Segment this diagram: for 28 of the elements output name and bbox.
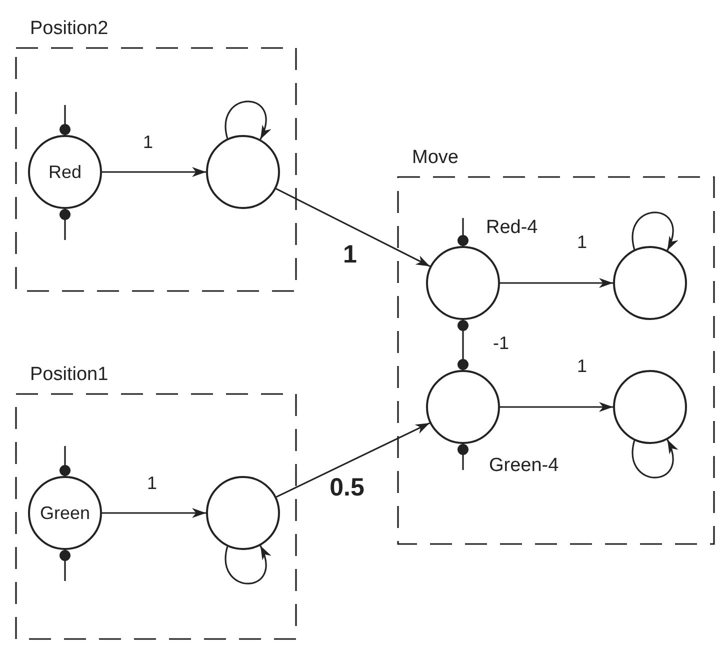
input-line xyxy=(60,105,70,135)
arrow xyxy=(102,508,206,518)
group-label: Position1 xyxy=(30,363,108,387)
self-loop-arrow xyxy=(632,439,678,478)
arrow xyxy=(276,188,430,268)
edge-label: 1 xyxy=(575,357,589,375)
node-caption: Green-4 xyxy=(489,454,559,478)
input-line xyxy=(458,444,468,470)
node-label: Green xyxy=(40,502,90,524)
node-label: Red xyxy=(48,160,82,184)
edge-label: 1 xyxy=(141,133,155,151)
node-caption: Red-4 xyxy=(486,216,538,240)
edge-label: -1 xyxy=(491,334,511,352)
input-line xyxy=(60,550,70,581)
arrow xyxy=(276,422,430,498)
input-line xyxy=(458,218,468,246)
self-loop-arrow xyxy=(632,212,678,251)
input-line xyxy=(60,209,70,240)
edge-label: 1 xyxy=(145,474,159,492)
input-line xyxy=(60,446,70,476)
group-label: Position2 xyxy=(30,17,108,41)
self-loop-arrow xyxy=(224,100,270,140)
arrow xyxy=(500,402,613,412)
group-label: Move xyxy=(412,146,458,170)
arrow xyxy=(500,278,613,288)
edge-label: 1 xyxy=(575,233,589,251)
arrow xyxy=(102,167,206,177)
self-loop-arrow xyxy=(224,545,270,584)
